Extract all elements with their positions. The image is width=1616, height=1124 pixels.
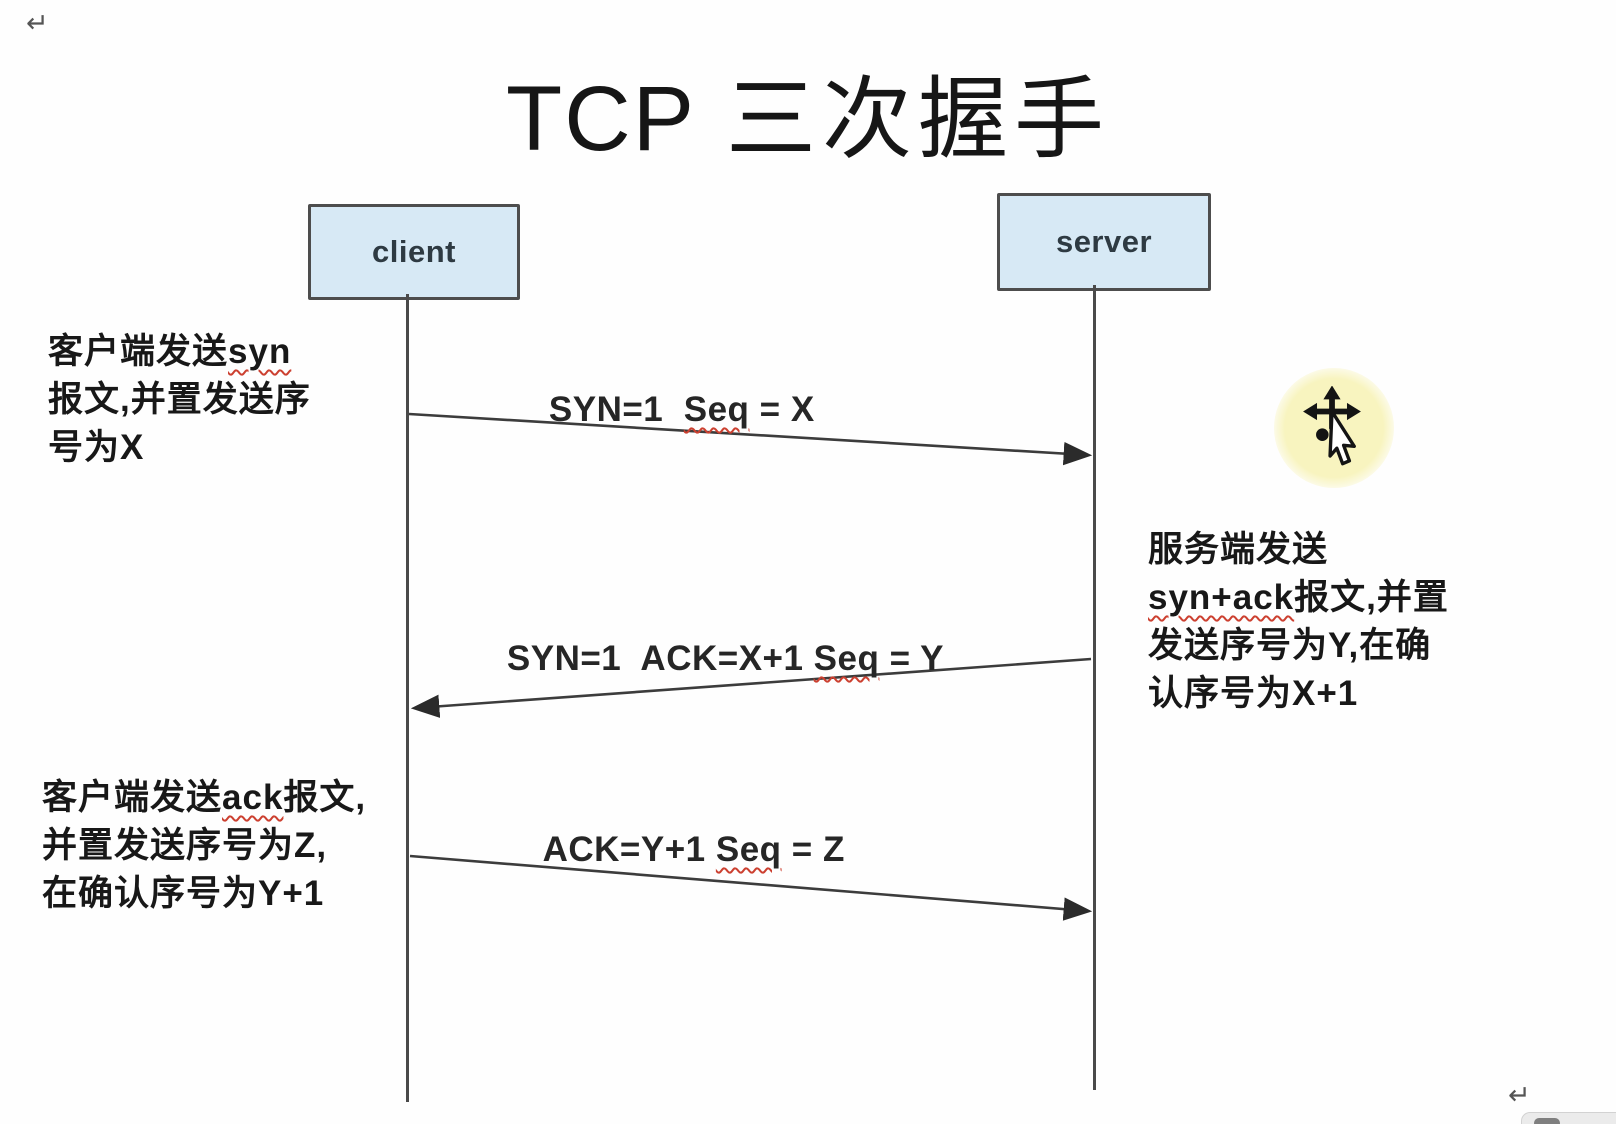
message-label-syn: SYN=1 Seq = X	[508, 350, 815, 470]
client-actor-box: client	[308, 204, 520, 300]
note-server-synack: 服务端发送 syn+ack报文,并置 发送序号为Y,在确 认序号为X+1	[1148, 526, 1449, 718]
paragraph-return-mark: ↵	[1508, 1080, 1531, 1110]
message-text: SYN=1 ACK=X+1	[506, 639, 814, 678]
title-cjk: 三次握手	[726, 67, 1110, 172]
note-line: 发送序号为Y,在确	[1148, 626, 1432, 665]
note-text: 报文,并置	[1294, 578, 1449, 617]
object-handle	[1534, 1118, 1560, 1124]
note-line: 在确认序号为Y+1	[42, 874, 325, 913]
server-label: server	[1055, 224, 1153, 259]
note-client-syn: 客户端发送syn 报文,并置发送序 号为X	[48, 328, 311, 472]
move-cursor-icon	[1303, 386, 1361, 466]
title-latin: TCP	[506, 68, 696, 170]
page-title: TCP 三次握手	[0, 46, 1616, 176]
note-client-ack: 客户端发送ack报文, 并置发送序号为Z, 在确认序号为Y+1	[42, 774, 366, 918]
note-text: 报文,	[283, 778, 367, 817]
note-line: syn+ack报文,并置	[1148, 574, 1449, 622]
message-text-misspelled: Seq	[715, 830, 782, 869]
message-text-misspelled: Seq	[683, 390, 750, 429]
message-text: SYN=1	[548, 390, 684, 429]
note-line: 并置发送序号为Z,	[42, 826, 328, 865]
message-text: ACK=Y+1	[542, 830, 716, 869]
partially-visible-object	[1521, 1112, 1616, 1124]
note-text-misspelled: ack	[222, 778, 284, 817]
note-line: 号为X	[48, 428, 145, 467]
message-label-ack: ACK=Y+1 Seq = Z	[503, 790, 845, 910]
note-text: 客户端发送	[42, 778, 223, 817]
note-line: 客户端发送syn	[48, 328, 311, 376]
note-line: 服务端发送	[1148, 530, 1329, 569]
client-label: client	[372, 234, 456, 269]
server-lifeline	[1093, 285, 1096, 1090]
message-label-synack: SYN=1 ACK=X+1 Seq = Y	[466, 599, 944, 719]
server-actor-box: server	[997, 193, 1211, 291]
note-line: 认序号为X+1	[1148, 674, 1359, 713]
note-text: 客户端发送	[48, 332, 229, 371]
message-text-misspelled: Seq	[813, 639, 880, 678]
message-text: = Y	[879, 639, 944, 678]
message-text: = X	[749, 390, 815, 429]
client-lifeline	[406, 294, 409, 1102]
note-text-misspelled: syn+ack	[1148, 578, 1295, 617]
note-line: 报文,并置发送序	[48, 380, 311, 419]
note-text-misspelled: syn	[228, 332, 292, 371]
paragraph-return-mark: ↵	[26, 8, 49, 38]
message-text: = Z	[781, 830, 845, 869]
note-line: 客户端发送ack报文,	[42, 774, 366, 822]
